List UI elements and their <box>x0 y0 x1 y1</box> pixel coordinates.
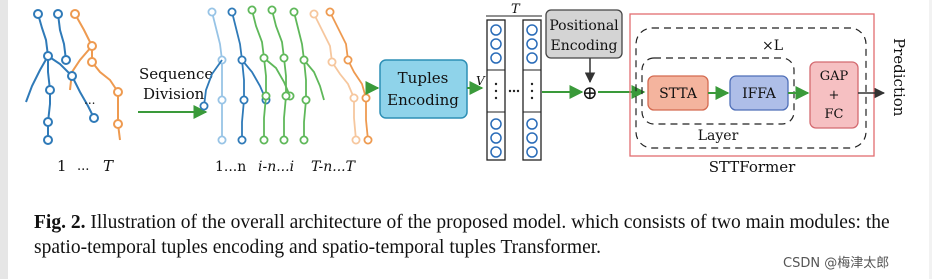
svg-text:GAP: GAP <box>820 69 849 84</box>
matrix-T-label: T <box>511 2 521 17</box>
skeleton-blue-4 <box>199 59 223 111</box>
label-one-n: 1...n <box>215 159 246 175</box>
sequence-label: Sequence <box>139 65 213 83</box>
repeat-frame <box>635 27 867 149</box>
matrix-V-label: V <box>476 74 486 88</box>
label-i-n-i: i-n...i <box>258 159 294 175</box>
skeleton-orange-2 <box>325 7 373 145</box>
positional-line2: Encoding <box>551 38 618 54</box>
divided-skeleton-sequences <box>199 5 373 145</box>
add-operator: ⊕ <box>582 82 598 104</box>
svg-text:STTA: STTA <box>659 86 698 102</box>
positional-encoding-box: Positional Encoding <box>545 9 623 59</box>
division-label: Division <box>143 85 205 103</box>
iffa-box: IFFA <box>729 75 789 111</box>
tuples-encoding-line2: Encoding <box>387 91 459 109</box>
gap-fc-box: GAP + FC <box>809 61 859 129</box>
figure-label: Fig. 2. <box>34 212 86 233</box>
label-T: T <box>103 157 114 175</box>
skeleton-green-3 <box>289 7 325 145</box>
layer-label: Layer <box>698 128 739 144</box>
sttformer-label: STTFormer <box>709 158 796 176</box>
svg-text:FC: FC <box>825 107 844 122</box>
architecture-diagram: ... 1 ... T Sequence Division <box>25 2 908 176</box>
csdn-watermark: CSDN @梅津太郎 <box>783 256 890 271</box>
matrix-ellipsis <box>494 82 534 100</box>
layer-frame <box>641 57 795 125</box>
svg-text:IFFA: IFFA <box>742 86 777 102</box>
right-edge-bar <box>929 0 932 279</box>
left-edge-bar <box>0 0 8 279</box>
repeat-label: ×L <box>762 38 783 54</box>
label-dots: ... <box>77 159 89 174</box>
skeleton-blue-2 <box>53 9 71 65</box>
positional-line1: Positional <box>549 18 619 34</box>
sttformer-frame <box>629 13 875 157</box>
input-skeleton-sequence: ... <box>25 9 123 145</box>
tuples-encoding-box: Tuples Encoding <box>379 59 468 119</box>
stta-box: STTA <box>647 75 709 111</box>
skeleton-light-orange-1 <box>309 9 361 145</box>
skeleton-blue <box>25 9 99 145</box>
svg-text:+: + <box>829 88 840 103</box>
tuples-encoding-line1: Tuples <box>398 69 449 87</box>
prediction-label: Prediction <box>890 38 908 117</box>
label-one: 1 <box>57 157 67 175</box>
figure-caption: Fig. 2. Illustration of the overall arch… <box>34 210 914 260</box>
skeleton-orange <box>69 9 123 141</box>
skeleton-dots: ... <box>84 93 95 107</box>
skeleton-green-1 <box>247 5 295 145</box>
skeleton-green-2 <box>267 5 291 145</box>
label-T-n-T: T-n...T <box>311 159 357 175</box>
figure-caption-text: Illustration of the overall architecture… <box>34 212 890 258</box>
